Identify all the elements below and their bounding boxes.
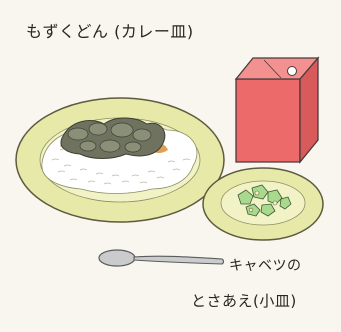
side-dish-icon <box>202 167 324 241</box>
side-dish-label-line2: とさあえ(小皿) <box>191 292 297 310</box>
side-dish-label-line1: キャベツの <box>229 258 302 274</box>
rice-bowl-icon <box>15 97 225 223</box>
main-dish-label: もずくどん (カレー皿) <box>26 22 194 41</box>
juice-box-icon <box>234 56 320 164</box>
spoon-icon <box>98 249 225 267</box>
